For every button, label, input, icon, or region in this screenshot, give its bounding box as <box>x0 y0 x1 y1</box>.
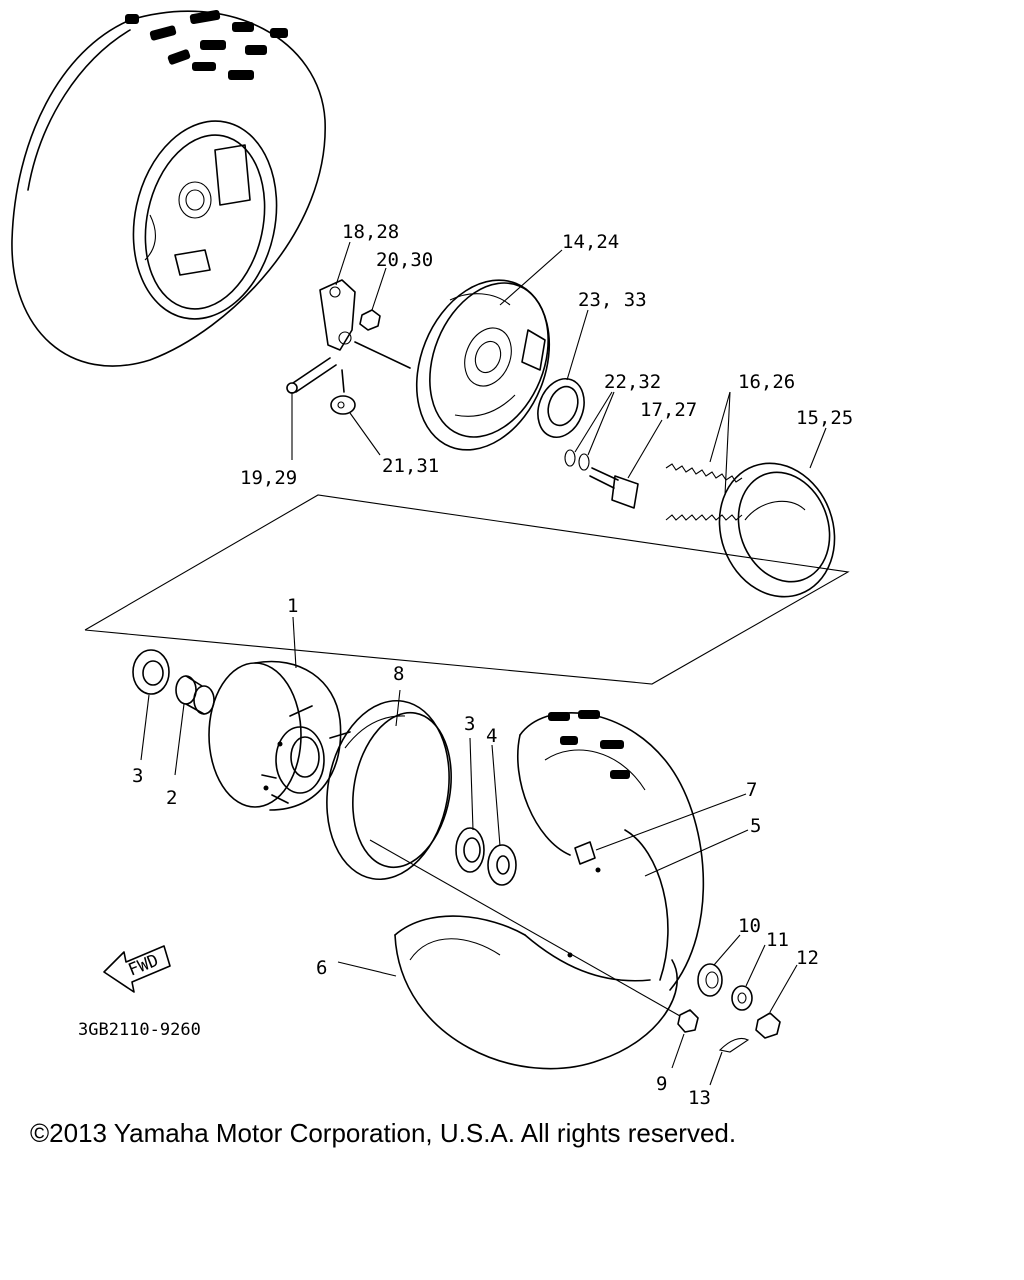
washer-21 <box>330 369 356 415</box>
assembly-outline <box>84 494 850 685</box>
label-20-30: 20,30 <box>376 249 433 271</box>
label-3-left: 3 <box>132 765 143 787</box>
label-10: 10 <box>738 915 761 937</box>
label-9: 9 <box>656 1073 667 1095</box>
label-13: 13 <box>688 1087 711 1109</box>
brake-camshaft-17 <box>589 467 639 509</box>
brake-shoe-kit-15 <box>718 462 836 598</box>
part-labels: 18,28 20,30 14,24 23, 33 22,32 16,26 17,… <box>78 221 853 1109</box>
exploded-parts-diagram: FWD 18,28 20,30 14,24 23, 33 <box>11 9 853 1109</box>
label-4: 4 <box>486 725 497 747</box>
tire-5 <box>516 710 705 991</box>
fwd-arrow-icon: FWD <box>103 945 171 993</box>
leader-lines <box>140 241 827 1086</box>
label-8: 8 <box>393 663 404 685</box>
castle-nut-12 <box>755 1012 781 1039</box>
label-15-25: 15,25 <box>796 407 853 429</box>
oil-seal-23 <box>537 378 585 438</box>
hub-1 <box>208 660 351 811</box>
bolt-19 <box>286 357 337 394</box>
o-rings-22 <box>564 449 590 471</box>
label-1: 1 <box>287 595 298 617</box>
label-16-26: 16,26 <box>738 371 795 393</box>
nut-9 <box>677 1009 699 1033</box>
label-17-27: 17,27 <box>640 399 697 421</box>
copyright-notice: ©2013 Yamaha Motor Corporation, U.S.A. A… <box>30 1118 737 1148</box>
label-19-29: 19,29 <box>240 467 297 489</box>
washer-11 <box>731 985 753 1011</box>
svg-text:FWD: FWD <box>126 951 162 981</box>
label-11: 11 <box>766 929 789 951</box>
collar-10 <box>697 963 723 997</box>
bearing-3-left <box>132 649 170 695</box>
bearing-3-right <box>455 827 485 873</box>
cotter-pin-13 <box>718 1037 750 1053</box>
brake-cam-lever <box>319 279 411 369</box>
label-2: 2 <box>166 787 177 809</box>
label-23-33: 23, 33 <box>578 289 647 311</box>
label-22-32: 22,32 <box>604 371 661 393</box>
return-springs-16 <box>665 463 743 521</box>
drawing-code: 3GB2110-9260 <box>78 1020 201 1040</box>
assembled-wheel-illustration <box>11 9 326 367</box>
label-3-right: 3 <box>464 713 475 735</box>
brake-shoe-plate-14 <box>415 279 551 451</box>
valve-7 <box>574 841 596 865</box>
rim-band-8 <box>326 699 452 881</box>
label-18-28: 18,28 <box>342 221 399 243</box>
spacer-2 <box>175 675 215 715</box>
wheel-rim-6 <box>394 867 678 1070</box>
nut-20 <box>359 309 381 331</box>
label-14-24: 14,24 <box>562 231 619 253</box>
washer-4 <box>487 844 517 886</box>
label-7: 7 <box>746 779 757 801</box>
label-5: 5 <box>750 815 761 837</box>
label-6: 6 <box>316 957 327 979</box>
label-21-31: 21,31 <box>382 455 439 477</box>
label-12: 12 <box>796 947 819 969</box>
